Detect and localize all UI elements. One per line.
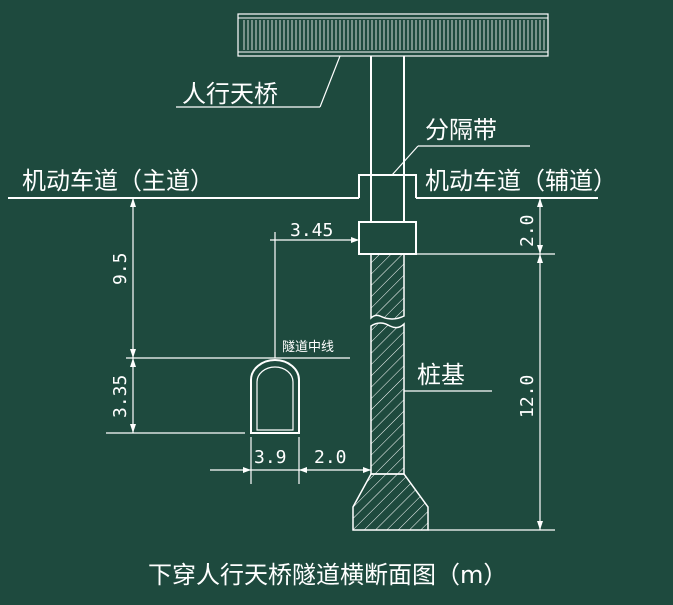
bridge-deck <box>237 13 549 57</box>
dim-bottom <box>210 437 371 484</box>
aux-road-label: 机动车道（辅道） <box>425 167 617 195</box>
tunnel-inner <box>256 366 294 431</box>
bridge-label: 人行天桥 <box>182 80 278 108</box>
dim-left-vertical <box>106 198 245 434</box>
dim-clearance: 2.0 <box>314 447 347 468</box>
dim-3-45-lines <box>270 237 359 243</box>
figure-caption: 下穿人行天桥隧道横断面图（m） <box>148 561 507 589</box>
main-road-label: 机动车道（主道） <box>22 167 214 195</box>
bridge-deck-ribs <box>238 17 548 53</box>
tunnel-centerline-label: 隧道中线 <box>282 339 334 355</box>
pile-label: 桩基 <box>417 361 465 389</box>
road-surface <box>8 174 598 199</box>
bridge-pier <box>370 56 405 222</box>
dim-right-vertical <box>404 198 555 531</box>
dim-tunnel-height: 3.35 <box>110 375 131 418</box>
dim-tunnel-width: 3.9 <box>254 447 287 468</box>
tunnel-centerline <box>126 232 350 359</box>
median-label-leader <box>391 145 530 176</box>
dim-cap-height: 2.0 <box>517 214 538 247</box>
pile-cap <box>358 221 417 255</box>
dim-depth-to-tunnel: 9.5 <box>110 252 131 285</box>
dim-offset-pile: 3.45 <box>290 220 333 241</box>
dim-pile-length: 12.0 <box>517 375 538 418</box>
median-label: 分隔带 <box>425 116 497 144</box>
tunnel-outline <box>250 359 300 434</box>
pile-base <box>352 473 429 531</box>
bridge-label-leader <box>176 55 341 108</box>
pile-shaft <box>370 253 405 475</box>
